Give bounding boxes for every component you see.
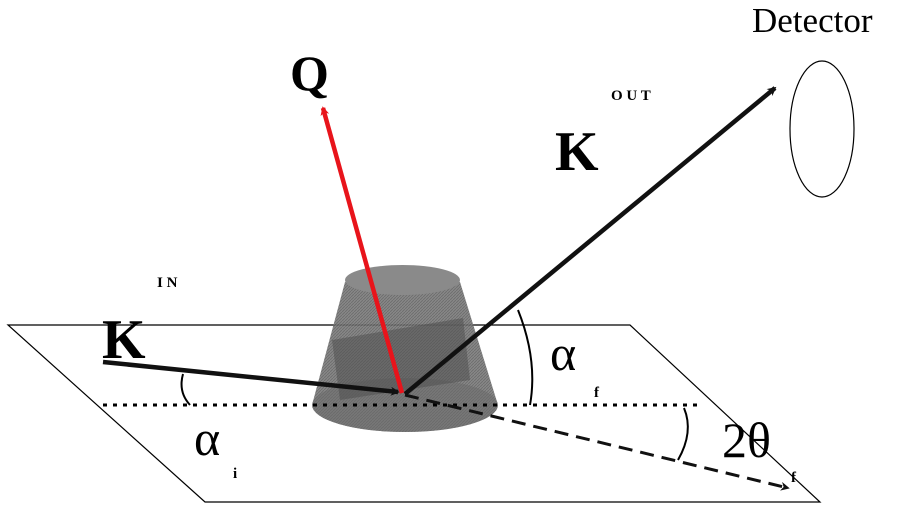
alpha-f-label: α — [550, 325, 576, 381]
k-out-arrow — [403, 86, 777, 396]
detector-ellipse — [789, 60, 855, 198]
two-theta-arc — [677, 407, 689, 461]
alpha-f-arc — [517, 309, 534, 406]
k-in-label: K — [102, 309, 146, 371]
two-theta-subscript: f — [791, 470, 797, 486]
q-arrow — [320, 106, 405, 394]
sample-cone — [312, 265, 498, 432]
alpha-i-label: α — [194, 410, 220, 466]
alpha-i-subscript: i — [233, 466, 237, 482]
k-in-superscript: I N — [157, 275, 178, 291]
k-out-label: K — [555, 121, 599, 183]
two-theta-label: 2θ — [722, 412, 771, 468]
detector-label: Detector — [752, 1, 873, 40]
alpha-i-arc — [180, 373, 191, 406]
k-out-superscript: O U T — [611, 88, 651, 104]
k-in-arrow — [102, 359, 400, 396]
alpha-f-subscript: f — [594, 385, 600, 401]
q-label: Q — [290, 45, 329, 101]
